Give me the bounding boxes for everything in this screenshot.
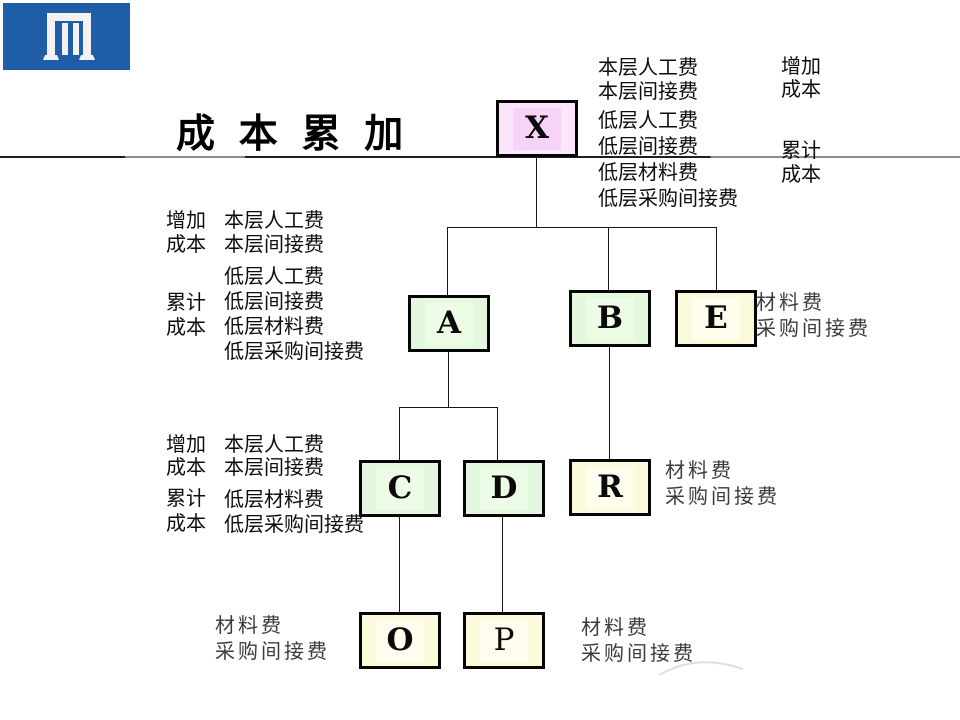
cost-group-lower: 低层人工费 低层间接费 低层材料费 低层采购间接费 (598, 108, 738, 212)
label-line: 累计 (166, 292, 206, 314)
cost-line: 低层采购间接费 (224, 514, 364, 536)
x-cost-list: 本层人工费 本层间接费 低层人工费 低层间接费 低层材料费 低层采购间接费 (598, 56, 738, 212)
node-b-highlight: B (586, 297, 634, 340)
o-material-label: 材料费 采购间接费 (215, 613, 330, 665)
cost-line: 本层人工费 (598, 57, 698, 79)
node-e-highlight: E (692, 297, 740, 340)
title-divider-line (0, 156, 960, 158)
label-line: 材料费 (756, 292, 825, 314)
cost-line: 本层人工费 (224, 210, 324, 232)
label-line: 采购间接费 (581, 643, 696, 665)
node-d-highlight: D (480, 467, 528, 510)
cost-line: 本层间接费 (224, 234, 324, 256)
company-logo (3, 3, 130, 70)
c-cumulative-cost-label: 累计 成本 (166, 487, 206, 537)
node-x: X (496, 100, 578, 157)
cost-line: 低层材料费 (598, 162, 698, 184)
cost-group-lower: 低层材料费 低层采购间接费 (224, 488, 364, 538)
node-c-highlight: C (376, 467, 424, 510)
label-line: 材料费 (581, 617, 650, 639)
connector-c-to-o (399, 515, 400, 612)
connector-to-b (608, 228, 609, 290)
a-added-cost-label: 增加 成本 (166, 209, 206, 257)
connector-to-e (716, 228, 717, 290)
label-line: 材料费 (665, 460, 734, 482)
node-d-label: D (490, 470, 518, 506)
c-added-cost-label: 增加 成本 (166, 434, 206, 480)
r-material-label: 材料费 采购间接费 (665, 458, 780, 510)
connector-x-down (536, 157, 537, 227)
node-e: E (675, 290, 757, 347)
cost-line: 本层间接费 (598, 81, 698, 103)
label-line: 成本 (781, 164, 821, 186)
connector-d-to-p (502, 515, 503, 612)
node-e-label: E (704, 300, 728, 336)
a-cumulative-cost-label: 累计 成本 (166, 291, 206, 341)
node-o-highlight: O (376, 619, 424, 662)
cost-group-current: 本层人工费 本层间接费 (598, 56, 738, 104)
cost-line: 低层间接费 (598, 136, 698, 158)
connector-a-down (448, 350, 449, 407)
node-o-label: O (386, 622, 414, 658)
node-b-label: B (596, 300, 624, 336)
label-line: 采购间接费 (665, 486, 780, 508)
cost-group-current: 本层人工费 本层间接费 (224, 209, 364, 257)
x-added-cost-label: 增加 成本 (781, 56, 821, 102)
label-line: 成本 (781, 79, 821, 101)
cost-line: 低层材料费 (224, 489, 324, 511)
connector-to-a (447, 228, 448, 295)
gate-pillars-icon (42, 12, 95, 60)
cost-group-current: 本层人工费 本层间接费 (224, 434, 364, 480)
e-material-label: 材料费 采购间接费 (756, 290, 871, 342)
connector-to-d (497, 408, 498, 460)
p-material-label: 材料费 采购间接费 (581, 615, 696, 667)
connector-to-c (399, 408, 400, 460)
cost-line: 低层人工费 (224, 266, 324, 288)
node-p: P (463, 612, 545, 669)
page-title: 成 本 累 加 (176, 113, 404, 156)
node-p-label: P (493, 622, 515, 658)
node-b: B (569, 290, 651, 347)
label-line: 采购间接费 (756, 318, 871, 340)
cost-line: 本层间接费 (224, 457, 324, 479)
node-o: O (359, 612, 441, 669)
label-line: 成本 (166, 513, 206, 535)
cost-line: 低层人工费 (598, 110, 698, 132)
label-line: 增加 (781, 56, 821, 78)
label-line: 采购间接费 (215, 641, 330, 663)
connector-b-to-r (609, 345, 610, 459)
node-a-highlight: A (425, 302, 473, 345)
node-x-label: X (524, 110, 550, 146)
cost-line: 低层采购间接费 (224, 341, 364, 363)
node-r: R (569, 459, 651, 516)
label-line: 成本 (166, 234, 206, 256)
cost-line: 本层人工费 (224, 434, 324, 456)
cost-line: 低层采购间接费 (598, 188, 738, 210)
a-cost-list: 本层人工费 本层间接费 低层人工费 低层间接费 低层材料费 低层采购间接费 (224, 209, 364, 365)
label-line: 累计 (166, 488, 206, 510)
node-x-highlight: X (513, 107, 561, 150)
label-line: 成本 (166, 317, 206, 339)
cost-line: 低层材料费 (224, 316, 324, 338)
node-r-highlight: R (586, 466, 634, 509)
x-cumulative-cost-label: 累计 成本 (781, 139, 821, 187)
label-line: 材料费 (215, 615, 284, 637)
node-c: C (359, 460, 441, 517)
node-p-highlight: P (480, 619, 528, 662)
label-line: 累计 (781, 140, 821, 162)
cost-group-lower: 低层人工费 低层间接费 低层材料费 低层采购间接费 (224, 265, 364, 365)
cost-line: 低层间接费 (224, 291, 324, 313)
label-line: 增加 (166, 434, 206, 456)
c-cost-list: 本层人工费 本层间接费 低层材料费 低层采购间接费 (224, 434, 364, 538)
node-a: A (408, 295, 490, 352)
decorative-swoosh (658, 661, 744, 676)
label-line: 成本 (166, 457, 206, 479)
node-a-label: A (436, 305, 462, 341)
node-r-label: R (597, 469, 623, 505)
label-line: 增加 (166, 210, 206, 232)
connector-level1-horizontal (447, 227, 717, 228)
node-d: D (463, 460, 545, 517)
node-c-label: C (387, 470, 413, 506)
connector-level2-horizontal (399, 407, 498, 408)
